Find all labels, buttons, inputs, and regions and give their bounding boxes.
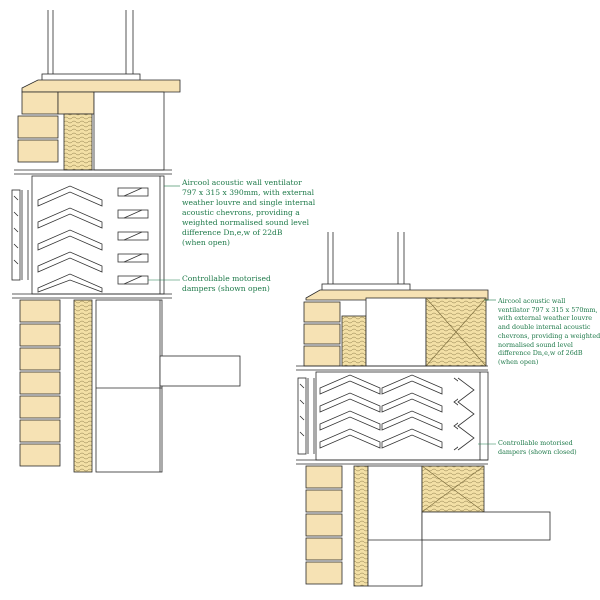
cavity-insulation-lower-right: [353, 465, 369, 587]
note-line: ventilator 797 x 315 x 570mm,: [498, 305, 598, 314]
damper-note-left: Controllable motorised dampers (shown op…: [182, 274, 271, 294]
left-section-detail: [11, 10, 241, 473]
motorised-dampers-open-left: [117, 187, 149, 285]
ventilator-note-right: Aircool acoustic wall ventilator 797 x 3…: [498, 297, 600, 367]
note-line: dampers (shown closed): [498, 447, 577, 456]
leader-lines: [148, 185, 496, 445]
note-line: (when open): [182, 238, 230, 248]
note-line: weighted normalised sound level: [182, 218, 309, 228]
cavity-insulation-upper-right: [341, 315, 367, 367]
note-line: difference Dn,e,w of 22dB: [182, 228, 283, 238]
note-line: difference Dn,e,w of 26dB: [498, 349, 583, 358]
right-section-detail: [296, 232, 551, 587]
note-line: weather louvre and single internal: [182, 198, 316, 208]
note-line: (when open): [498, 357, 539, 366]
cavity-insulation-upper-left: [63, 113, 93, 171]
sill-right: [305, 289, 489, 301]
note-line: Controllable motorised: [182, 274, 271, 283]
floor-slab-right: [421, 511, 551, 541]
sill-left: [21, 79, 181, 93]
inner-block-upper-left: [93, 91, 165, 171]
acoustic-chevrons-left: [37, 185, 103, 293]
acoustic-chevrons-right: [319, 374, 443, 449]
motorised-dampers-closed-right: [453, 377, 475, 451]
note-line: Controllable motorised: [498, 439, 573, 447]
external-louvre-left: [11, 189, 29, 281]
brick-outer-leaf-lower-right: [305, 465, 343, 585]
note-line: Aircool acoustic wall ventilator: [182, 178, 302, 187]
brick-outer-leaf-upper-left: [17, 91, 95, 163]
window-frame-left: [41, 10, 141, 83]
note-line: and double internal acoustic: [498, 323, 591, 332]
cavity-insulation-lower-left: [73, 299, 93, 473]
floor-slab-left: [159, 355, 241, 387]
window-frame-right: [321, 232, 411, 293]
inner-block-upper-right: [365, 297, 427, 367]
note-line: 797 x 315 x 390mm, with external: [182, 188, 315, 198]
brick-outer-leaf-lower-left: [19, 299, 61, 467]
inner-block-lower-right: [367, 465, 423, 587]
brick-outer-leaf-upper-right: [303, 301, 341, 367]
ventilator-note-left: Aircool acoustic wall ventilator 797 x 3…: [182, 178, 315, 248]
note-line: dampers (shown open): [182, 284, 270, 294]
note-line: chevrons, providing a weighted: [498, 331, 600, 340]
external-louvre-right: [297, 377, 315, 455]
note-line: Aircool acoustic wall: [498, 297, 566, 305]
note-line: normalised sound level: [498, 340, 573, 349]
note-line: acoustic chevrons, providing a: [182, 208, 300, 218]
inner-block-lower-left: [95, 299, 163, 473]
damper-note-right: Controllable motorised dampers (shown cl…: [498, 439, 577, 456]
note-line: with external weather louvre: [498, 314, 593, 323]
